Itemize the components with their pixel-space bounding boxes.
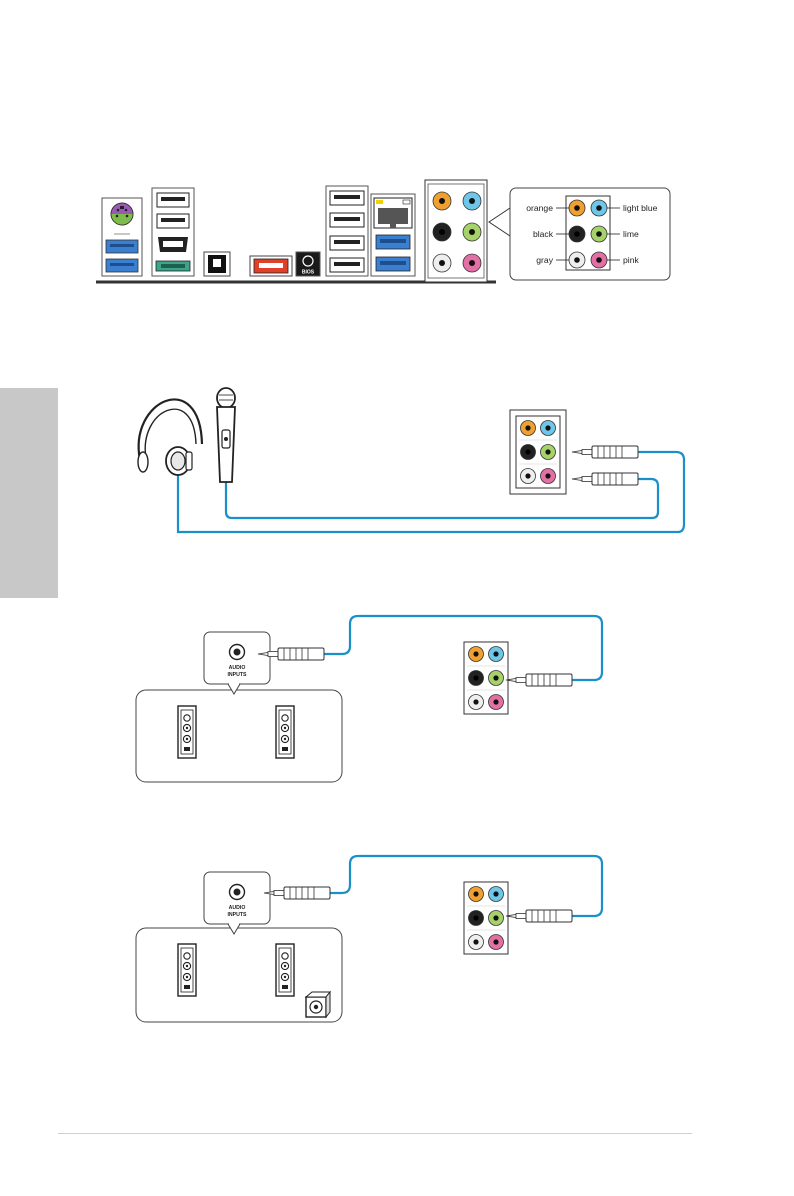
audio-inputs-label-line2: INPUTS: [227, 672, 247, 678]
legend-label-gray: gray: [536, 255, 553, 265]
left-speaker-icon: [178, 944, 196, 996]
subwoofer-icon: [306, 992, 330, 1017]
left-speaker-icon: [178, 706, 196, 758]
right-speaker-icon: [276, 944, 294, 996]
headphones-icon: [138, 399, 202, 475]
line-out-plug: [506, 910, 572, 922]
optical-spdif-port: [204, 252, 230, 276]
speaker-input-plug: [264, 887, 330, 899]
lan-usb3-stack: [371, 194, 415, 276]
bios-label: BIOS: [302, 270, 315, 276]
legend-label-orange: orange: [526, 203, 553, 213]
audio-inputs-label-line2: INPUTS: [227, 912, 247, 918]
speaker-cable: [324, 616, 602, 680]
headphone-mic-setup: [138, 388, 684, 532]
right-speaker-icon: [276, 706, 294, 758]
microphone-plug: [572, 473, 638, 485]
audio-jack-panel: [510, 410, 566, 494]
audio-jack-panel: [464, 642, 508, 714]
usb-hdmi-stack: [152, 188, 194, 276]
esata-port: [250, 256, 292, 276]
usb-quad-stack: [326, 186, 368, 276]
legend-label-pink: pink: [623, 255, 639, 265]
microphone-icon: [217, 388, 235, 482]
bios-flashback-button: BIOS: [296, 252, 320, 276]
headphone-cable: [178, 452, 684, 532]
line-out-plug: [506, 674, 572, 686]
ps2-usb-stack: [102, 198, 142, 276]
headphone-plug: [572, 446, 638, 458]
two-channel-setup: AUDIO INPUTS: [136, 616, 602, 782]
legend-label-lime: lime: [623, 229, 639, 239]
legend-label-light-blue: light blue: [623, 203, 658, 213]
rear-io-panel: BIOS: [96, 180, 510, 282]
jack-color-legend: orange black gray light blue lime pink: [510, 188, 670, 280]
audio-inputs-label-line1: AUDIO: [229, 665, 246, 671]
audio-inputs-label-line1: AUDIO: [229, 905, 246, 911]
speaker-cable: [322, 856, 602, 916]
io-audio-jacks: [425, 180, 487, 282]
legend-label-black: black: [533, 229, 554, 239]
audio-jack-panel: [464, 882, 508, 954]
two-one-channel-setup: AUDIO INPUTS: [136, 856, 602, 1022]
